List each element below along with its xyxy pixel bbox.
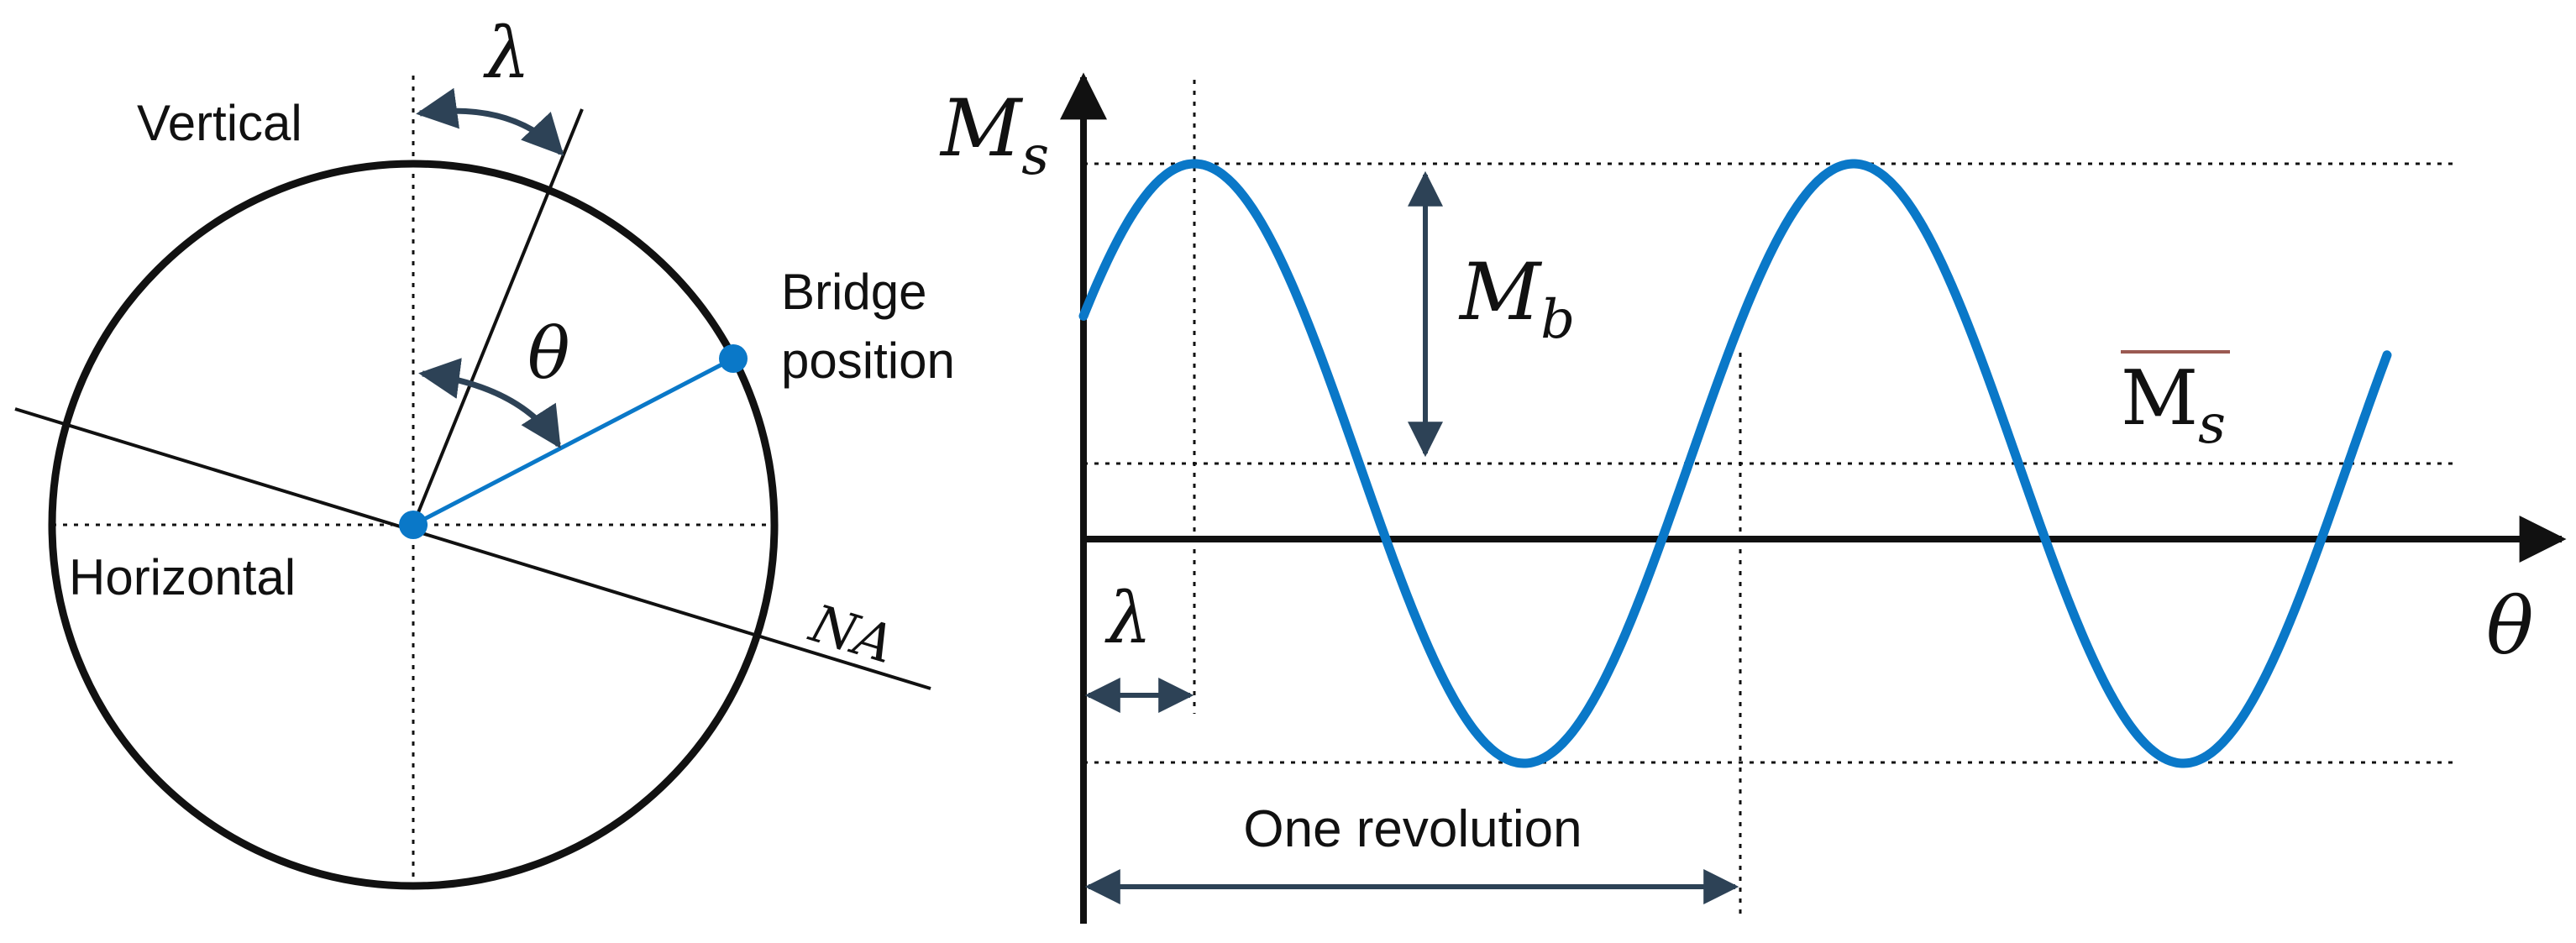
y-axis-label-main: M [939, 83, 1024, 175]
bridge-position-line [412, 356, 735, 527]
horizontal-label: Horizontal [69, 549, 296, 605]
bridge-position-label-line1: Bridge [781, 264, 926, 320]
y-axis-label-sub: s [1021, 125, 1049, 187]
lambda-label-right: λ [1104, 577, 1152, 659]
theta-label-left: θ [527, 312, 570, 395]
amplitude-label-sub: b [1540, 289, 1575, 351]
neutral-axis-label: NA [802, 592, 901, 675]
bridge-position-label-line2: position [781, 333, 955, 389]
vertical-label: Vertical [137, 95, 302, 151]
lambda-arc-arrow [416, 87, 564, 156]
amplitude-label-main: M [1458, 247, 1543, 338]
lambda-label-left: λ [483, 12, 530, 94]
center-point [399, 511, 428, 539]
neutral-axis-line [14, 407, 931, 690]
cross-section-diagram: Vertical Horizontal Bridge position NA λ… [14, 12, 955, 890]
bridge-position-point [719, 344, 748, 373]
one-revolution-label: One revolution [1243, 800, 1582, 858]
moment-curve [1078, 159, 2392, 768]
amplitude-label: Mb [1458, 247, 1575, 351]
lambda-offset-line [412, 108, 584, 526]
moment-chart: Ms θ Mb Ms λ One revolution [939, 72, 2567, 924]
theta-arc-arrow [418, 358, 561, 449]
mean-label-main: M [2121, 354, 2198, 443]
mean-label-sub: s [2198, 394, 2226, 456]
y-axis-label: Ms [939, 83, 1049, 187]
x-axis-label: θ [2486, 581, 2534, 673]
mean-label: Ms [2121, 354, 2226, 456]
